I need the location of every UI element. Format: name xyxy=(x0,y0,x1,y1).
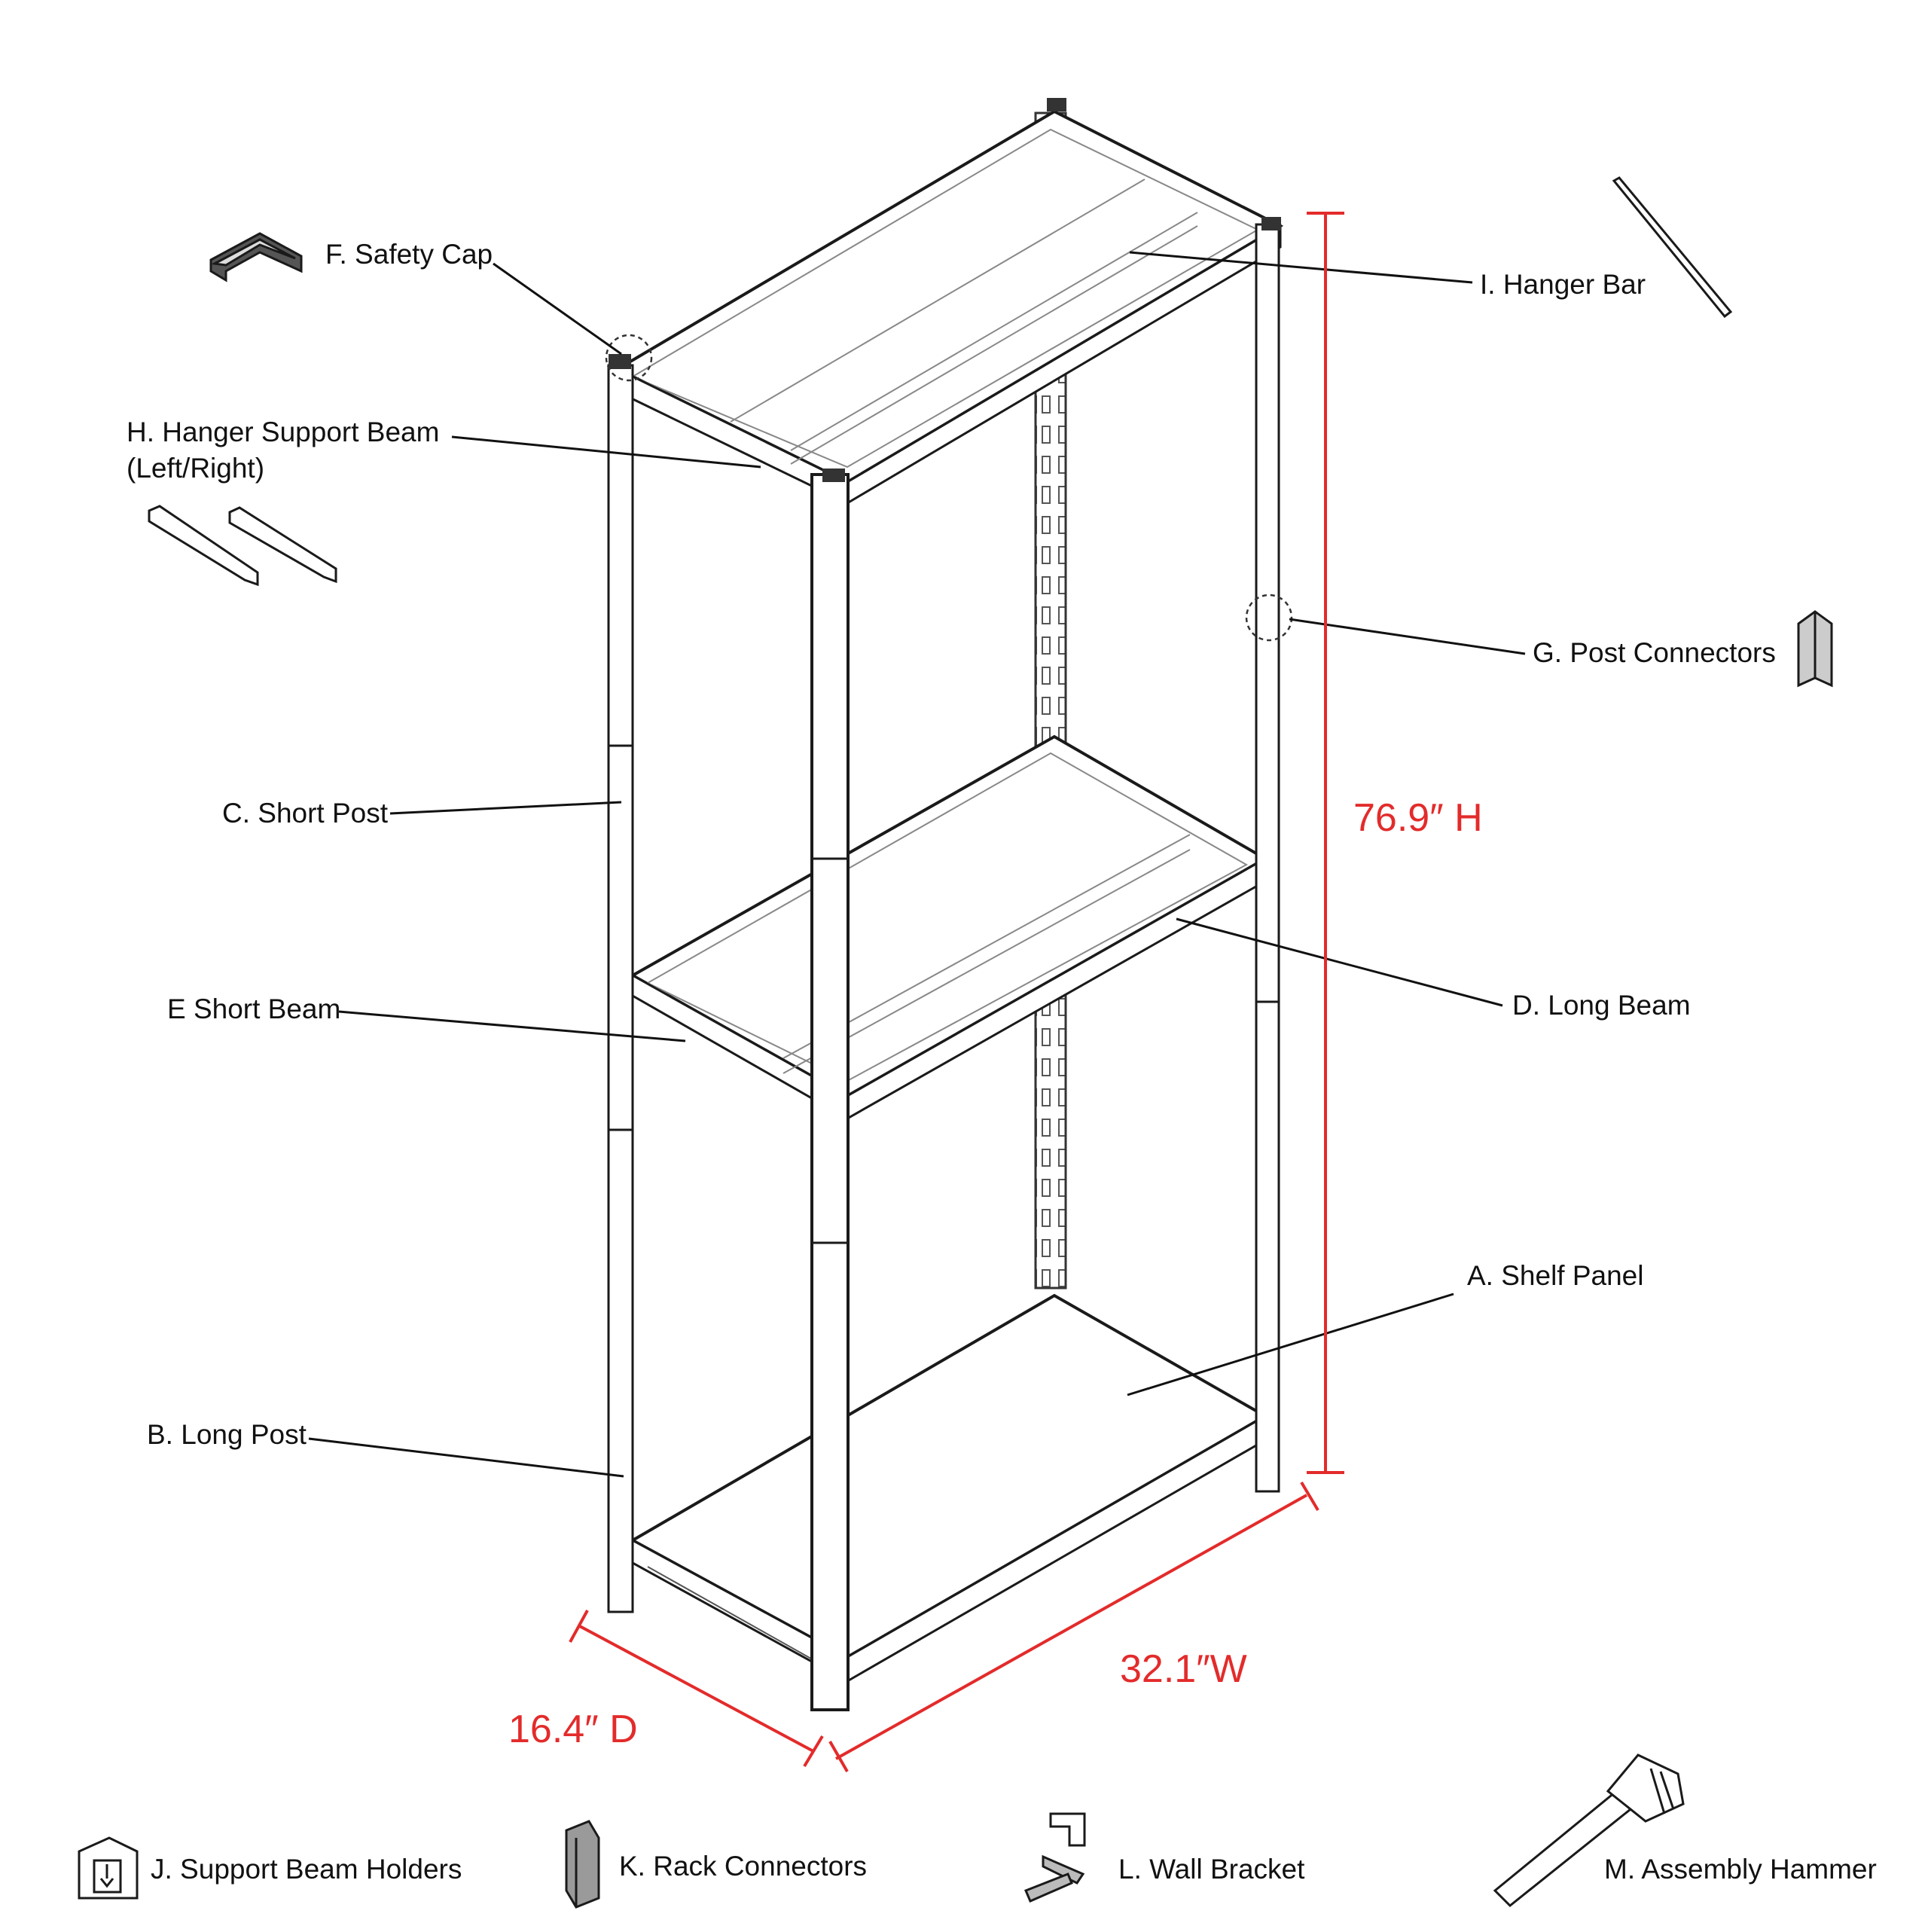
safety-cap-icon xyxy=(209,232,303,282)
support-beam-holders-icon xyxy=(78,1836,139,1900)
label-hanger-support-beam: H. Hanger Support Beam xyxy=(127,417,440,447)
middle-shelf xyxy=(629,734,1269,1121)
assembly-hammer-icon xyxy=(1493,1753,1685,1908)
label-hanger-support-beam-sub: (Left/Right) xyxy=(127,453,265,484)
label-assembly-hammer: M. Assembly Hammer xyxy=(1604,1854,1877,1885)
hanger-support-beam-icon xyxy=(148,505,337,587)
leader-lines xyxy=(308,251,1526,1478)
label-post-connectors: G. Post Connectors xyxy=(1533,637,1776,668)
label-wall-bracket: L. Wall Bracket xyxy=(1118,1854,1305,1885)
dimension-lines xyxy=(569,212,1344,1772)
label-safety-cap: F. Safety Cap xyxy=(325,239,493,270)
label-support-beam-holders: J. Support Beam Holders xyxy=(151,1854,462,1885)
hanger-bar-icon xyxy=(1612,176,1733,319)
top-frame xyxy=(614,109,1284,505)
left-post xyxy=(607,364,634,1613)
rack-connectors-icon xyxy=(565,1820,600,1909)
label-hanger-bar: I. Hanger Bar xyxy=(1480,269,1646,300)
label-short-post: C. Short Post xyxy=(222,798,389,829)
label-long-post: B. Long Post xyxy=(147,1419,307,1450)
bottom-shelf xyxy=(629,1293,1269,1683)
shelf-unit xyxy=(605,98,1293,1711)
front-post xyxy=(810,473,850,1711)
label-rack-connectors: K. Rack Connectors xyxy=(619,1851,868,1882)
wall-bracket-icon xyxy=(1024,1812,1086,1903)
dimension-width: 32.1″W xyxy=(1120,1647,1247,1691)
dimension-height: 76.9″ H xyxy=(1353,796,1483,840)
label-shelf-panel: A. Shelf Panel xyxy=(1467,1260,1644,1291)
label-long-beam: D. Long Beam xyxy=(1512,990,1691,1021)
post-connectors-icon xyxy=(1797,610,1833,688)
right-post xyxy=(1255,223,1280,1493)
label-short-beam: E Short Beam xyxy=(167,993,341,1024)
dimension-depth: 16.4″ D xyxy=(508,1708,638,1751)
